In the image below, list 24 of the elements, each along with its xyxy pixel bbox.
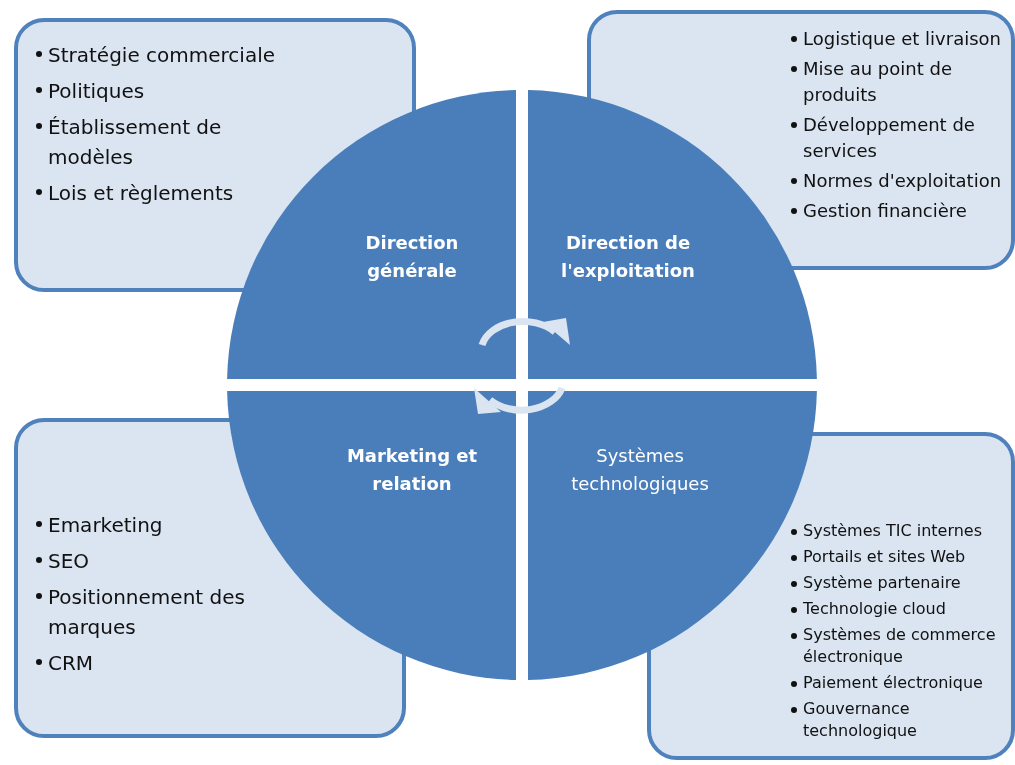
bullet-item: Emarketing bbox=[36, 510, 246, 540]
bullet-item: Gestion financière bbox=[791, 198, 1013, 224]
segment-title: Direction de l'exploitation bbox=[560, 231, 696, 283]
bullet-item: Établissement de modèles bbox=[36, 112, 276, 172]
bullet-item: Politiques bbox=[36, 76, 276, 106]
bullet-item: Technologie cloud bbox=[791, 598, 1015, 620]
bullet-item: Stratégie commerciale bbox=[36, 40, 276, 70]
segment-title: Direction générale bbox=[364, 231, 460, 283]
bullet-item: SEO bbox=[36, 546, 246, 576]
bullet-item: CRM bbox=[36, 648, 246, 678]
bullet-item: Normes d'exploitation bbox=[791, 168, 1013, 194]
bullet-item: Système partenaire bbox=[791, 572, 1015, 594]
bullet-item: Développement de services bbox=[791, 112, 1013, 164]
bullet-item: Logistique et livraison bbox=[791, 26, 1013, 52]
bullet-item: Gouvernance technologique bbox=[791, 698, 1015, 742]
segment-title: Marketing et relation bbox=[345, 444, 479, 496]
segment-title: Systèmes technologiques bbox=[570, 444, 710, 496]
bullet-item: Portails et sites Web bbox=[791, 546, 1015, 568]
bullet-item: Systèmes de commerce électronique bbox=[791, 624, 1015, 668]
bullet-item: Lois et règlements bbox=[36, 178, 276, 208]
bullet-item: Paiement électronique bbox=[791, 672, 1015, 694]
bullet-item: Systèmes TIC internes bbox=[791, 520, 1015, 542]
bullet-item: Positionnement des marques bbox=[36, 582, 246, 642]
bullet-item: Mise au point de produits bbox=[791, 56, 1013, 108]
